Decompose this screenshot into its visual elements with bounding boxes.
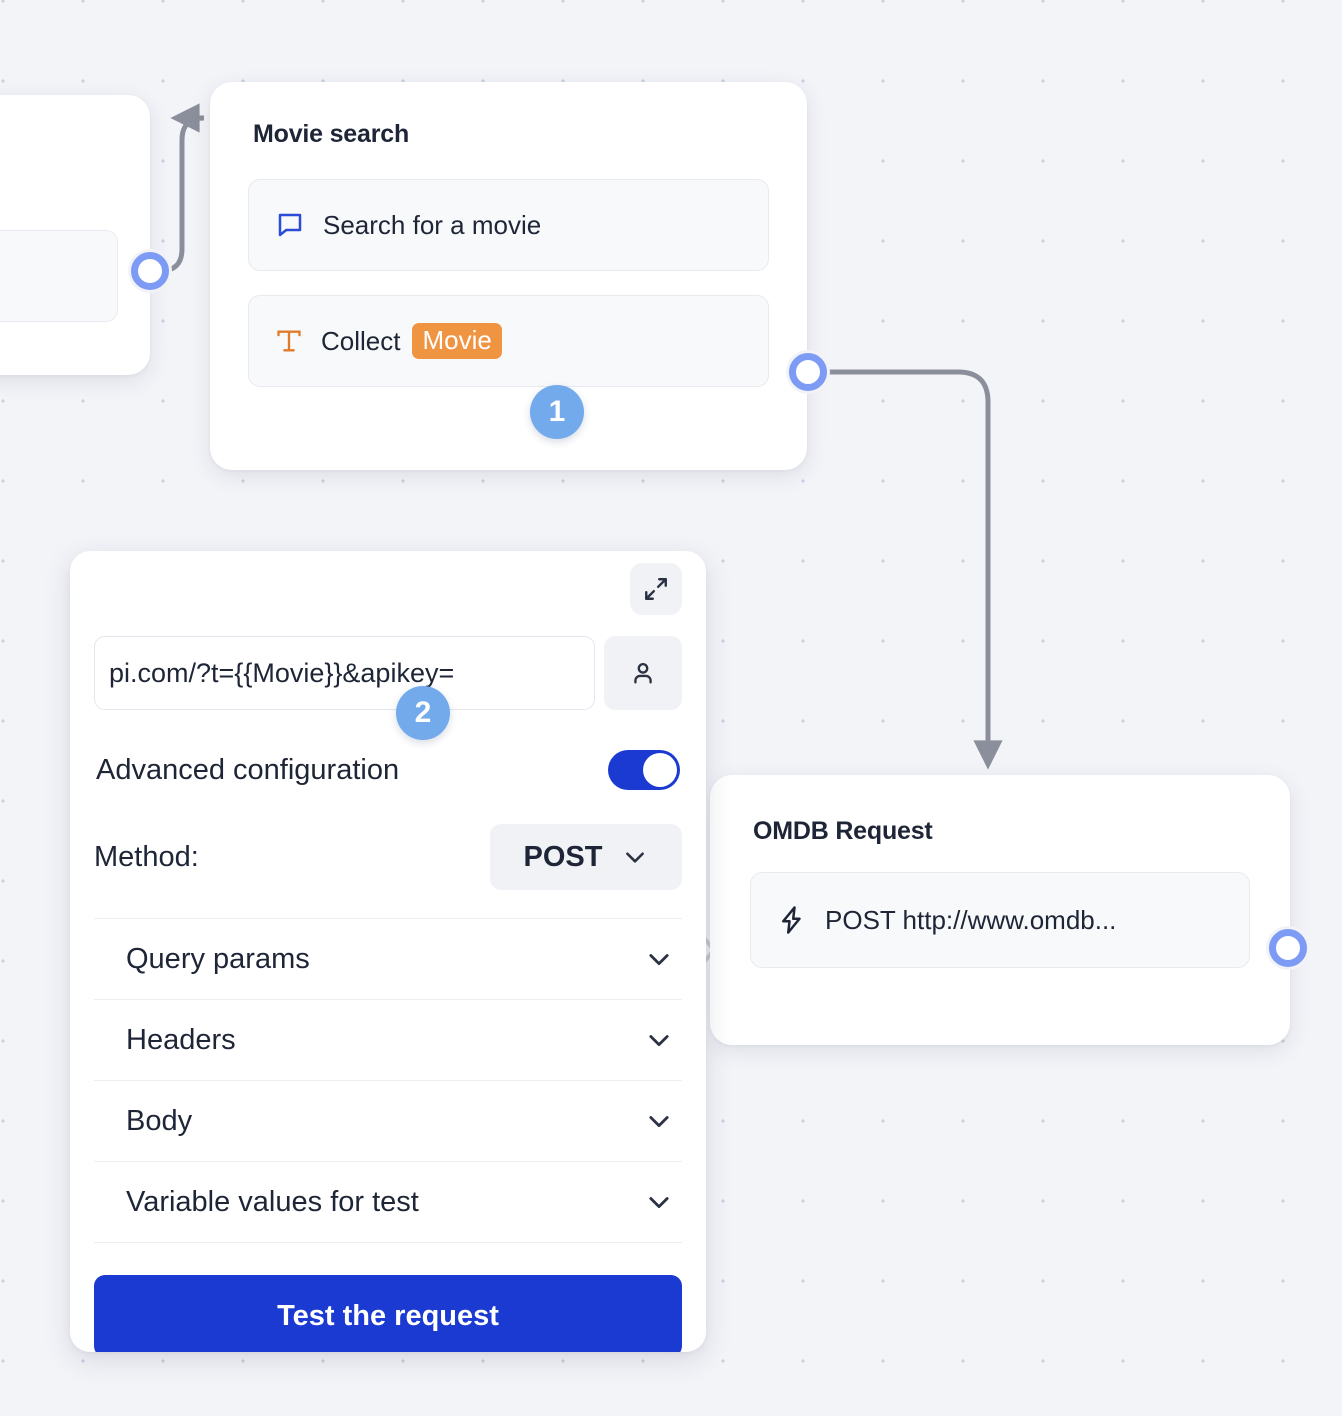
node-title-omdb-request: OMDB Request	[753, 817, 933, 845]
connector-dot-omdb-output[interactable]	[1266, 926, 1310, 970]
advanced-configuration-toggle[interactable]	[608, 750, 680, 790]
node-row-post-request[interactable]: POST http://www.omdb...	[750, 872, 1250, 968]
node-title-movie-search: Movie search	[253, 120, 410, 148]
chevron-down-icon[interactable]	[645, 1188, 673, 1216]
variable-chip-movie[interactable]: Movie	[412, 322, 502, 360]
node-row-label-collect: Collect Movie	[321, 322, 502, 360]
accordion-headers[interactable]: Headers	[94, 1000, 682, 1081]
method-label: Method:	[94, 840, 199, 873]
node-row-collect-movie[interactable]: Collect Movie	[248, 295, 769, 387]
accordion-label: Headers	[126, 1023, 236, 1056]
collect-text: Collect	[321, 325, 401, 356]
test-the-request-button[interactable]: Test the request	[94, 1275, 682, 1352]
partial-node-row[interactable]	[0, 230, 118, 322]
expand-icon	[643, 576, 669, 602]
chevron-down-icon[interactable]	[645, 1107, 673, 1135]
accordion-body[interactable]: Body	[94, 1081, 682, 1162]
step-badge-2: 2	[396, 686, 450, 740]
chevron-down-icon[interactable]	[645, 945, 673, 973]
advanced-configuration-label: Advanced configuration	[96, 753, 400, 786]
chevron-down-icon[interactable]	[645, 1026, 673, 1054]
node-partial-left[interactable]	[0, 95, 150, 375]
lightning-bolt-icon	[777, 905, 807, 935]
panel-body: pi.com/?t={{Movie}}&apikey= Advanced con…	[70, 551, 706, 1352]
expand-button[interactable]	[630, 563, 682, 615]
accordion-query-params[interactable]: Query params	[94, 919, 682, 1000]
person-icon	[629, 659, 657, 687]
advanced-configuration-row: Advanced configuration	[94, 750, 682, 790]
node-movie-search[interactable]: Movie search Search for a movie	[210, 82, 807, 470]
text-variable-icon	[275, 327, 303, 355]
node-row-label: Search for a movie	[323, 209, 542, 240]
step-badge-1: 1	[530, 385, 584, 439]
chevron-down-icon	[622, 844, 648, 870]
request-config-panel[interactable]: pi.com/?t={{Movie}}&apikey= Advanced con…	[70, 551, 706, 1352]
connector-dot-movie-output[interactable]	[786, 350, 830, 394]
node-row-search-for-movie[interactable]: Search for a movie	[248, 179, 769, 271]
accordion-label: Body	[126, 1104, 193, 1137]
method-value: POST	[523, 840, 603, 873]
request-url-input[interactable]: pi.com/?t={{Movie}}&apikey=	[94, 636, 595, 710]
method-select[interactable]: POST	[490, 824, 682, 890]
message-bubble-icon	[275, 210, 305, 240]
connector-dot-partial-output[interactable]	[128, 249, 172, 293]
accordion-label: Variable values for test	[126, 1185, 419, 1218]
method-row: Method: POST	[94, 824, 682, 919]
auth-button[interactable]	[604, 636, 682, 710]
accordion-label: Query params	[126, 942, 310, 975]
edge-movie-to-omdb	[823, 369, 1003, 770]
edge-partial-to-movie	[157, 103, 205, 274]
node-omdb-request[interactable]: OMDB Request POST http://www.omdb...	[710, 775, 1290, 1045]
node-row-label-post: POST http://www.omdb...	[825, 904, 1117, 935]
accordion-variable-values-for-test[interactable]: Variable values for test	[94, 1162, 682, 1243]
url-row: pi.com/?t={{Movie}}&apikey=	[94, 636, 682, 710]
